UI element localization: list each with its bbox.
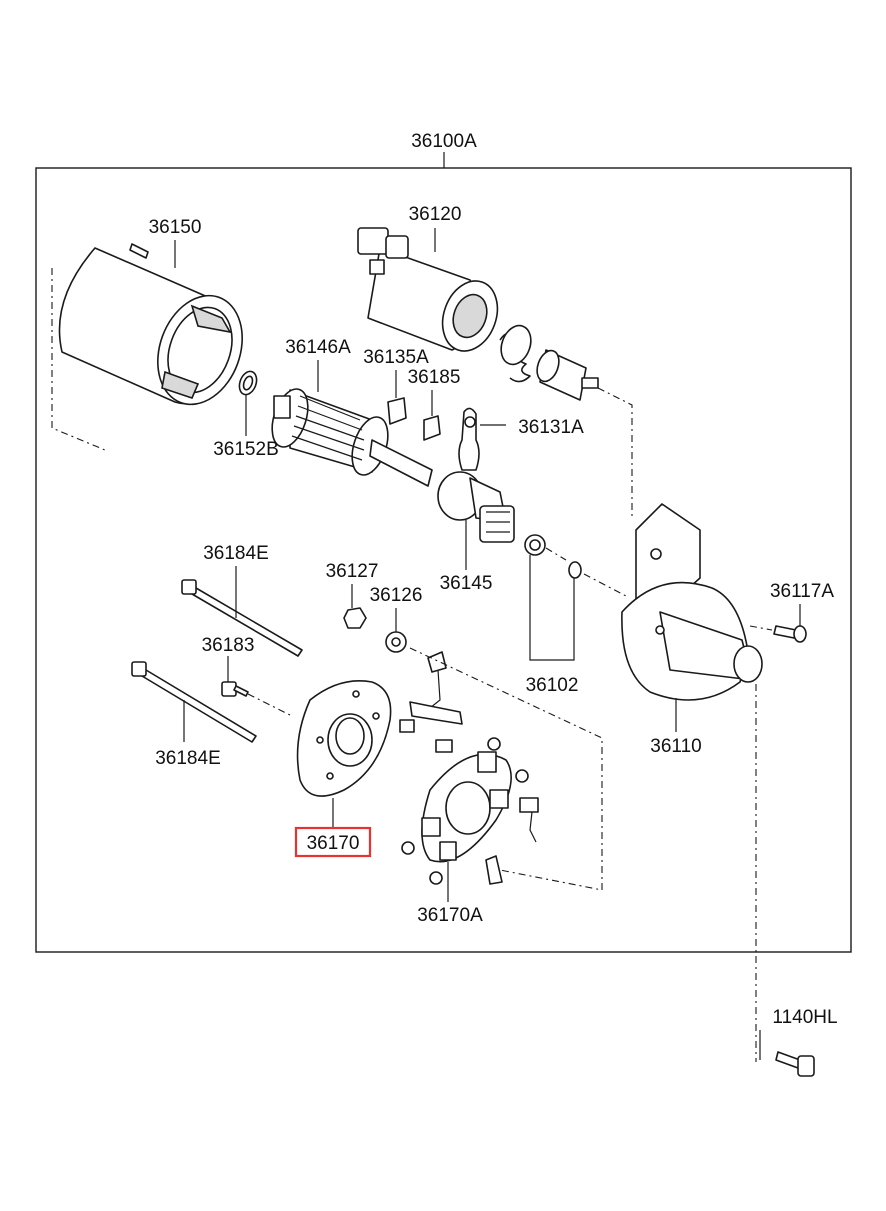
label-36110: 36110 xyxy=(650,736,701,757)
washer-36152b-part[interactable] xyxy=(236,369,259,397)
highlight-box-36170 xyxy=(294,826,372,858)
label-36145: 36145 xyxy=(440,573,493,594)
overrunning-clutch-part[interactable] xyxy=(437,471,515,543)
label-36152b: 36152B xyxy=(213,439,279,460)
snap-ring-part[interactable] xyxy=(568,561,582,579)
front-housing-part[interactable] xyxy=(621,503,763,701)
label-36170a: 36170A xyxy=(417,905,483,926)
washer-36126-part[interactable] xyxy=(385,631,407,653)
label-36185: 36185 xyxy=(408,367,461,388)
nut-36127-part[interactable] xyxy=(343,607,367,629)
label-36131a: 36131A xyxy=(518,417,584,438)
label-36117a: 36117A xyxy=(770,581,834,602)
label-36102: 36102 xyxy=(526,675,579,696)
label-36184e-bottom: 36184E xyxy=(155,748,221,769)
label-36135a: 36135A xyxy=(363,347,429,368)
drive-lever-part[interactable] xyxy=(458,407,480,471)
screw-36183-part[interactable] xyxy=(221,681,249,697)
screw-36117a-part[interactable] xyxy=(773,625,807,643)
through-bolt-upper-part[interactable] xyxy=(181,579,303,657)
label-36150: 36150 xyxy=(149,217,202,238)
assembly-label: 36100A xyxy=(411,131,477,152)
label-36120: 36120 xyxy=(409,204,462,225)
plunger-spring-part[interactable] xyxy=(496,321,536,383)
label-36184e-top: 36184E xyxy=(203,543,269,564)
brush-holder-part[interactable] xyxy=(401,737,539,885)
solenoid-switch-part[interactable] xyxy=(357,227,507,359)
plate-36135a-part[interactable] xyxy=(387,397,407,425)
label-36126: 36126 xyxy=(370,585,423,606)
plunger-part[interactable] xyxy=(533,348,599,401)
lead-wire-part[interactable] xyxy=(399,651,463,753)
label-36127: 36127 xyxy=(326,561,379,582)
label-36146a: 36146A xyxy=(285,337,351,358)
through-bolt-lower-part[interactable] xyxy=(131,661,257,743)
plate-36185-part[interactable] xyxy=(423,415,441,441)
label-36170[interactable]: 36170 xyxy=(307,833,360,854)
yoke-housing-part[interactable] xyxy=(58,243,256,416)
rear-bracket-part[interactable] xyxy=(296,680,392,797)
label-36183: 36183 xyxy=(202,635,255,656)
bolt-1140hl-part[interactable] xyxy=(775,1051,815,1077)
armature-part[interactable] xyxy=(266,385,433,487)
label-1140hl: 1140HL xyxy=(772,1007,837,1028)
stop-ring-part[interactable] xyxy=(524,534,546,556)
